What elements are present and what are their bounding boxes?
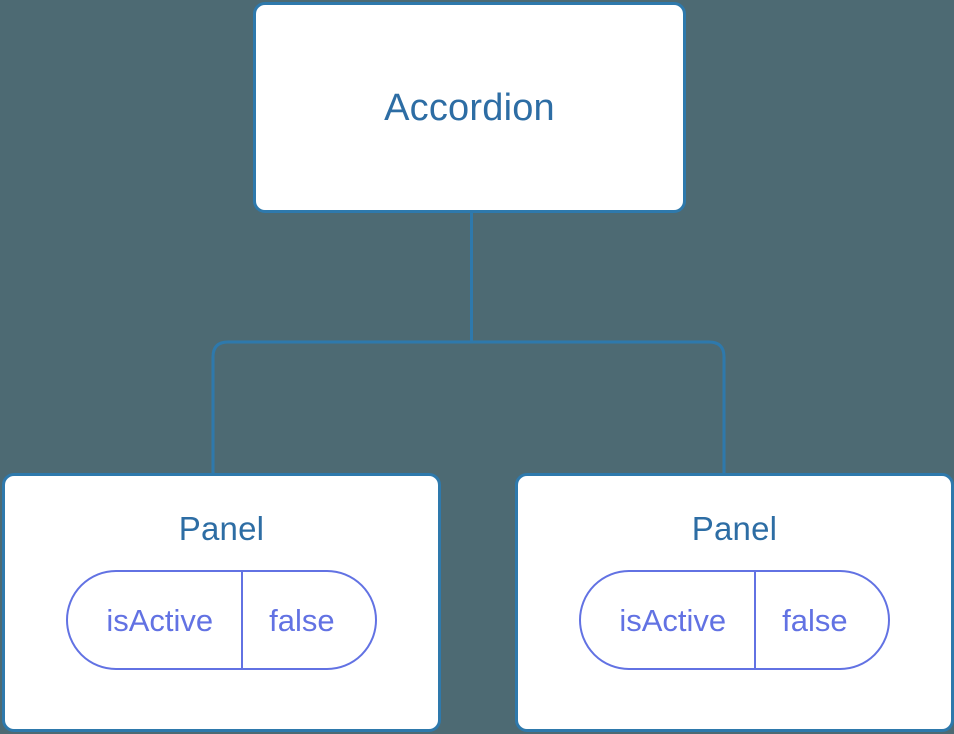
prop-value-isactive-right: false [782,602,848,638]
prop-pill-isactive-right[interactable]: isActive false [579,570,890,670]
node-panel-right[interactable]: Panel isActive false [515,473,954,732]
edge-root-to-panel-left [211,340,472,474]
node-panel-right-title: Panel [691,510,778,547]
prop-key-isactive-left: isActive [68,572,244,668]
prop-pill-isactive-left[interactable]: isActive false [66,570,377,670]
node-panel-left-title: Panel [178,510,265,547]
node-panel-left[interactable]: Panel isActive false [2,473,441,732]
prop-key-isactive-right: isActive [581,572,757,668]
edge-root-to-panel-right [471,340,726,474]
node-accordion-title: Accordion [384,86,555,129]
node-accordion[interactable]: Accordion [253,2,686,213]
prop-value-isactive-left: false [269,602,335,638]
